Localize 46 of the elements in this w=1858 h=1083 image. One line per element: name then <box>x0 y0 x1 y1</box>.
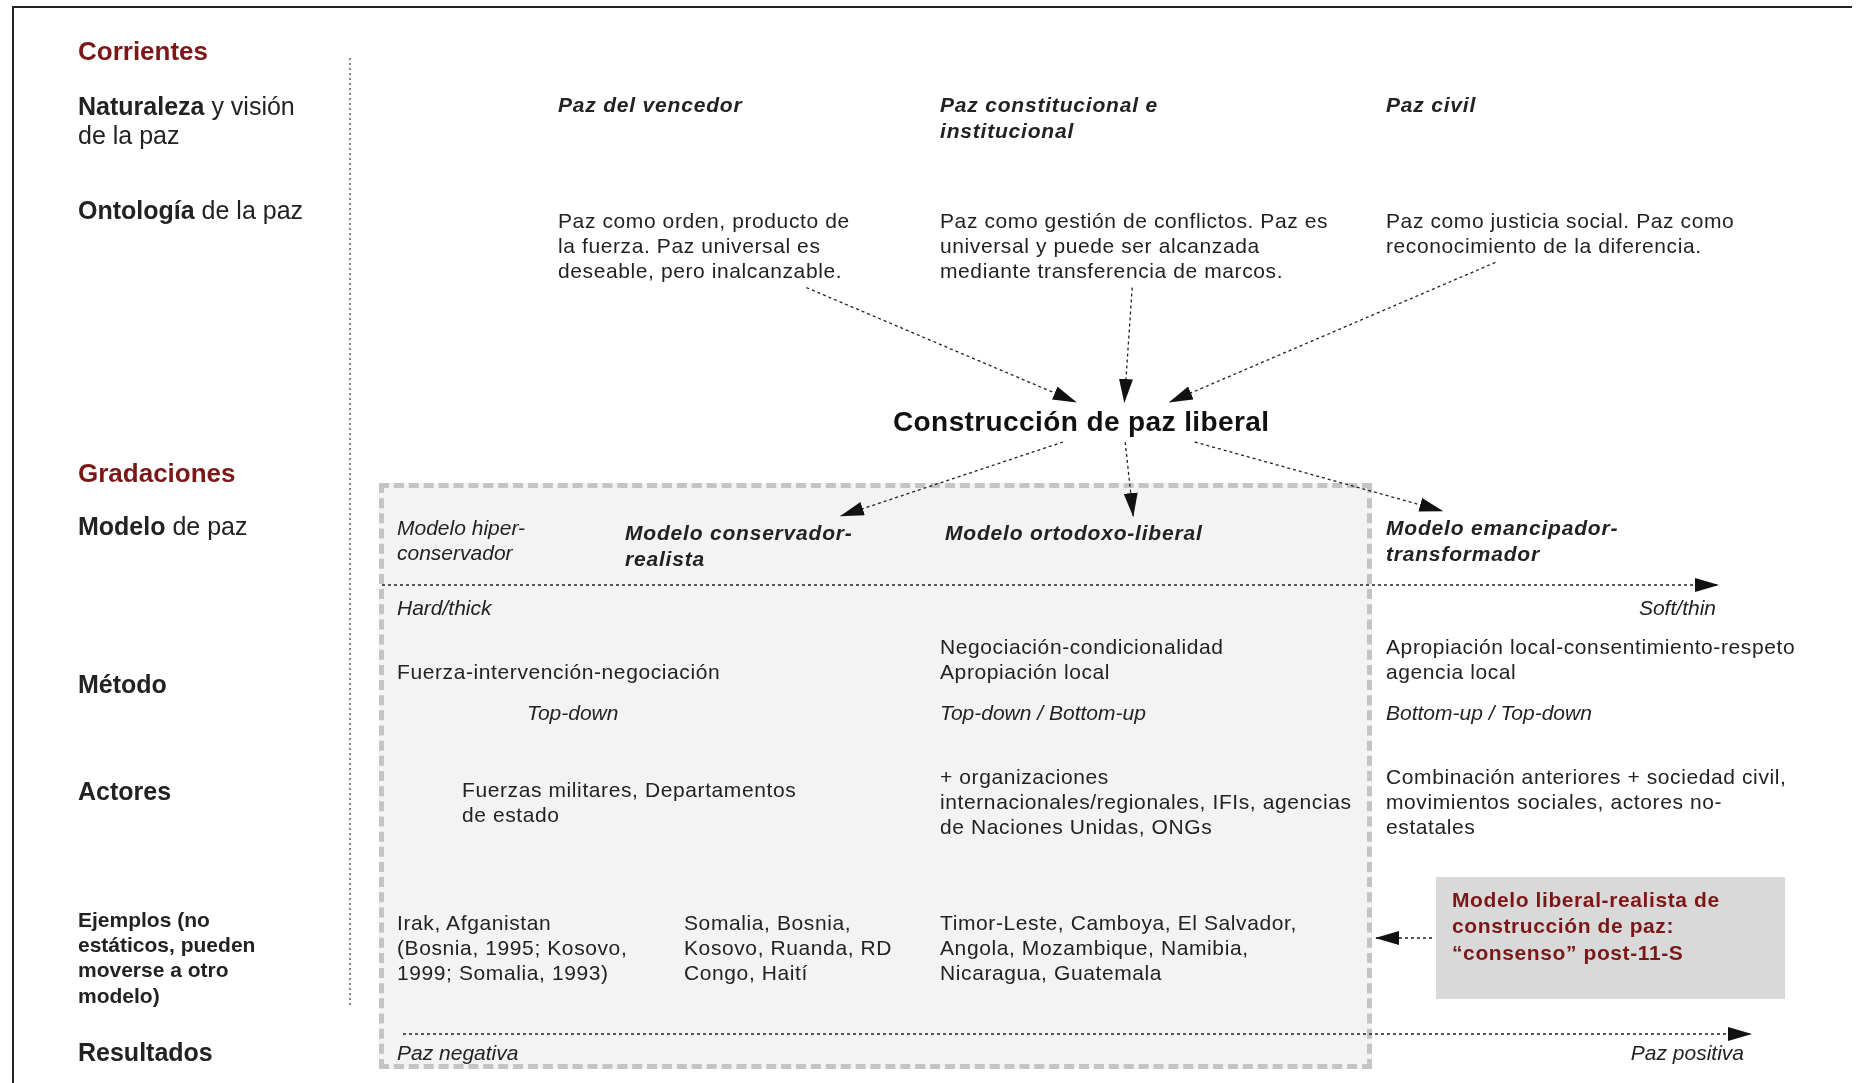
cell-text: Fuerza-intervención-negociación <box>397 659 721 685</box>
row-heading: Ontología de la paz <box>78 196 305 225</box>
row-heading: Naturaleza y visión de la paz <box>78 92 296 150</box>
scale-label: Soft/thin <box>1638 595 1716 621</box>
model-heading: Modelo hiper-conservador <box>397 515 527 566</box>
arrow <box>1119 286 1133 403</box>
cell-text: Fuerzas militares, Departamentos de estado <box>462 777 798 828</box>
column-heading: Paz constitucional e institucional <box>940 92 1159 145</box>
central-heading: Construcción de paz liberal <box>893 406 1353 438</box>
section-heading: Corrientes <box>78 36 209 67</box>
arrow <box>839 441 1064 517</box>
cell-text: Top-down / Bottom-up <box>940 700 1146 726</box>
cell-text: Apropiación local-consentimiento-respeto agencia local <box>1386 634 1797 685</box>
arrow <box>1123 441 1138 517</box>
scale-label: Hard/thick <box>397 595 492 621</box>
cell-text: Somalia, Bosnia, Kosovo, Ruanda, RD Congo, Haití <box>684 910 894 986</box>
cell-text: Combinación anteriores + sociedad civil, movimientos sociales, actores no-estatales <box>1386 764 1788 840</box>
arrow <box>805 286 1077 403</box>
arrow <box>1194 441 1444 512</box>
row-heading: Actores <box>78 777 172 806</box>
row-heading: Resultados <box>78 1038 213 1067</box>
scale-label: Paz positiva <box>1630 1040 1744 1066</box>
row-heading: Modelo de paz <box>78 512 248 541</box>
scale-label: Paz negativa <box>397 1040 519 1066</box>
arrow <box>1375 931 1433 945</box>
model-heading: Modelo emancipador-transformador <box>1386 515 1716 568</box>
note-box <box>1436 877 1785 999</box>
row-heading: Método <box>78 670 167 699</box>
description-text: Paz como gestión de conflictos. Paz es universal y puede ser alcanzada mediante transferencia de marcos. <box>940 208 1330 284</box>
cell-text: + organizaciones internacionales/regionales, IFIs, agencias de Naciones Unidas, ONGs <box>940 764 1353 840</box>
column-heading: Paz del vencedor <box>558 92 743 118</box>
section-heading: Gradaciones <box>78 458 236 489</box>
row-heading: Ejemplos (no estáticos, pueden moverse a otro modelo) <box>78 907 257 1008</box>
cell-text: Bottom-up / Top-down <box>1386 700 1592 726</box>
cell-text: Timor-Leste, Camboya, El Salvador, Angola, Mozambique, Namibia, Nicaragua, Guatemala <box>940 910 1298 986</box>
model-heading: Modelo conservador-realista <box>625 520 875 573</box>
note-text: Modelo liberal-realista de construcción de paz: “consenso” post-11-S <box>1452 887 1721 966</box>
cell-text: Irak, Afganistan (Bosnia, 1995; Kosovo, 1999; Somalia, 1993) <box>397 910 629 986</box>
column-heading: Paz civil <box>1386 92 1477 118</box>
description-text: Paz como orden, producto de la fuerza. Paz universal es deseable, pero inalcanzable. <box>558 208 858 284</box>
arrow <box>1168 261 1497 403</box>
cell-text: Negociación-condicionalidad Apropiación local <box>940 634 1225 685</box>
model-heading: Modelo ortodoxo-liberal <box>945 520 1325 547</box>
description-text: Paz como justicia social. Paz como reconocimiento de la diferencia. <box>1386 208 1741 259</box>
cell-text: Top-down <box>527 700 619 726</box>
dashed-frame <box>379 483 1372 1069</box>
